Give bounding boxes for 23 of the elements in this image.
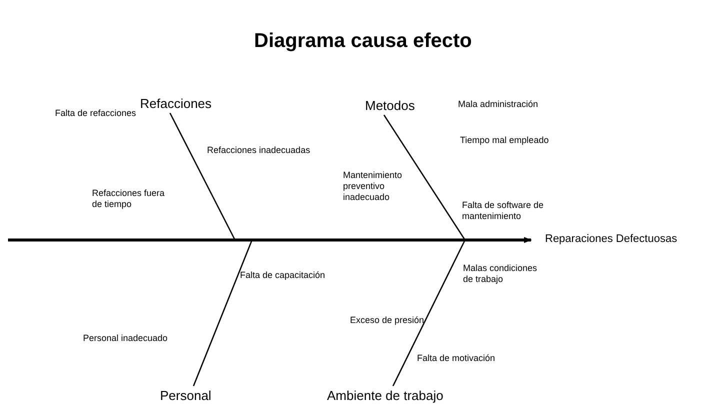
cause-label: Falta de refacciones (55, 108, 136, 119)
effect-label: Reparaciones Defectuosas (545, 233, 678, 246)
cause-label: Malas condiciones de trabajo (463, 263, 538, 285)
category-label: Personal (160, 388, 212, 403)
cause-label: Falta de capacitación (240, 270, 326, 281)
cause-label: Refacciones fuera de tiempo (92, 188, 166, 210)
cause-label: Personal inadecuado (83, 333, 168, 344)
bone-line (169, 112, 236, 240)
category-label: Refacciones (140, 96, 212, 111)
cause-label: Falta de motivación (417, 353, 496, 364)
bone-line (392, 240, 466, 386)
cause-label: Falta de software de mantenimiento (462, 200, 545, 222)
diagram-title: Diagrama causa efecto (254, 30, 472, 53)
cause-label: Exceso de presión (350, 315, 424, 326)
category-label: Ambiente de trabajo (327, 388, 444, 403)
category-label: Metodos (365, 98, 415, 113)
cause-label: Mantenimiento preventivo inadecuado (343, 170, 404, 203)
bone-line (383, 114, 466, 240)
cause-label: Tiempo mal empleado (460, 135, 549, 146)
spine-arrow (8, 237, 532, 243)
bone-line (192, 240, 253, 386)
cause-label: Mala administración (458, 99, 538, 110)
cause-label: Refacciones inadecuadas (207, 145, 310, 156)
